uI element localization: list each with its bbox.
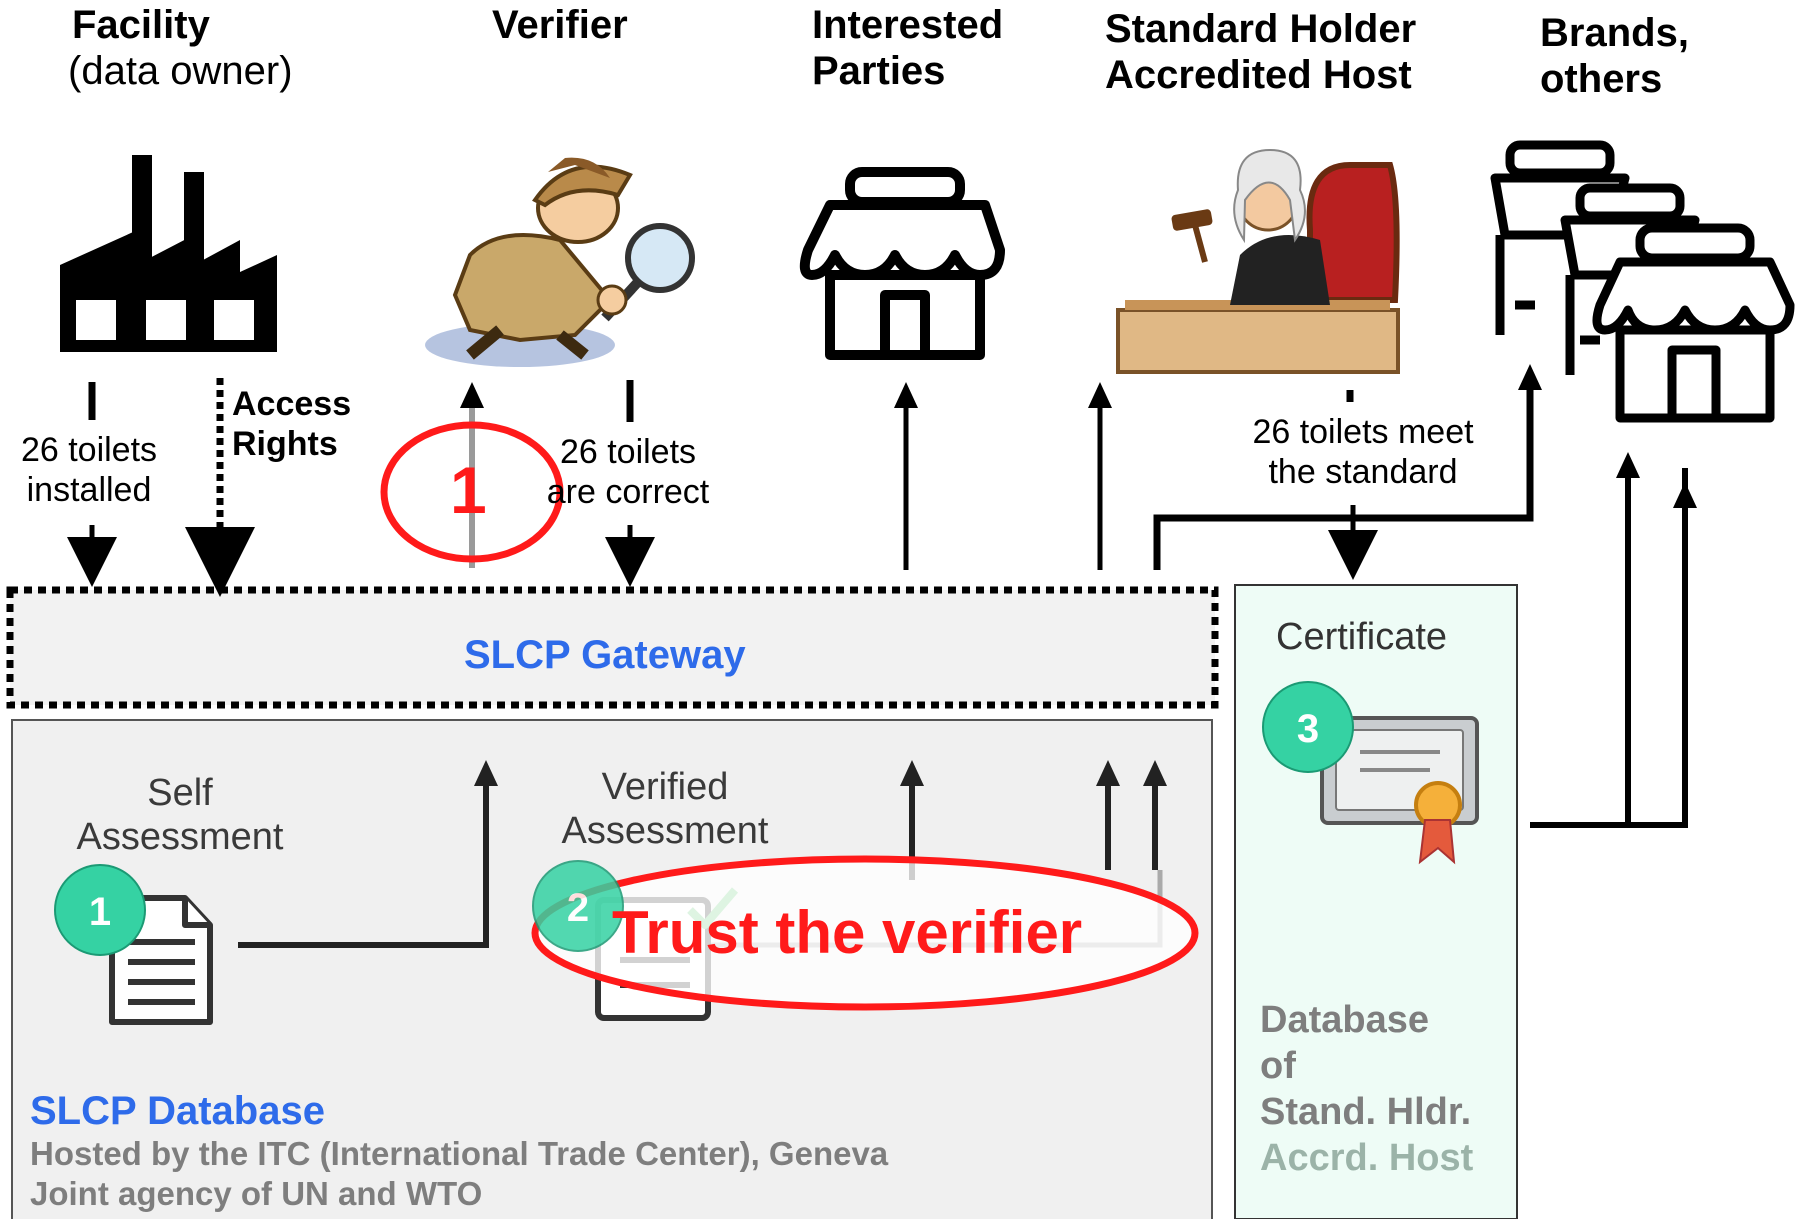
- slcp-gateway-box: [6, 586, 1219, 709]
- self-assessment-2: Assessment: [76, 816, 284, 858]
- arrow-head: [460, 382, 484, 408]
- verified-assessment-1: Verified: [601, 766, 729, 808]
- detective-icon: [425, 157, 695, 367]
- database-title: SLCP Database: [30, 1089, 325, 1133]
- cert-db-2: of: [1260, 1045, 1296, 1087]
- cert-db-1: Database: [1260, 999, 1429, 1041]
- header-standard-1: Standard Holder: [1105, 7, 1417, 51]
- badge-self-assessment: 1: [54, 864, 146, 956]
- cert-db-3: Stand. Hldr.: [1260, 1091, 1472, 1133]
- label-installed-1: 26 toilets: [20, 431, 158, 469]
- header-facility: Facility: [72, 3, 210, 47]
- marker-ellipse: [380, 421, 564, 563]
- certificate-icon: [1320, 716, 1479, 865]
- header-brands-2: others: [1540, 57, 1663, 101]
- label-access-2: Rights: [232, 425, 338, 463]
- header-standard-2: Accredited Host: [1105, 53, 1412, 97]
- self-assessment-1: Self: [147, 772, 213, 814]
- header-interested-2: Parties: [812, 49, 946, 93]
- label-correct-1: 26 toilets: [559, 433, 697, 471]
- shops-stack-icon: [1490, 140, 1795, 423]
- label-correct-2: are correct: [546, 473, 710, 511]
- label-access-1: Access: [232, 385, 352, 423]
- cert-db-4: Accrd. Host: [1260, 1137, 1474, 1179]
- database-hosted: Hosted by the ITC (International Trade C…: [30, 1135, 889, 1172]
- certificate-label: Certificate: [1276, 616, 1448, 658]
- shop-icon: [799, 167, 1005, 360]
- badge-verified-assessment: 2: [532, 860, 624, 952]
- header-verifier: Verifier: [492, 3, 628, 47]
- gateway-label: SLCP Gateway: [464, 633, 746, 677]
- annotation-marker: 1: [450, 453, 487, 527]
- judge-icon: [1116, 148, 1400, 374]
- header-interested-1: Interested: [812, 3, 1004, 47]
- badge-certificate: 3: [1262, 681, 1354, 773]
- database-joint: Joint agency of UN and WTO: [30, 1175, 483, 1212]
- annotation-trust: Trust the verifier: [612, 899, 1083, 966]
- label-meet-2: the standard: [1268, 453, 1458, 491]
- factory-icon: [60, 155, 277, 352]
- verified-assessment-2: Assessment: [561, 810, 769, 852]
- trust-ellipse: [531, 855, 1199, 1011]
- label-meet-1: 26 toilets meet: [1252, 413, 1474, 451]
- header-brands-1: Brands,: [1540, 11, 1689, 55]
- header-facility-sub: (data owner): [68, 49, 293, 93]
- label-installed-2: installed: [26, 471, 152, 509]
